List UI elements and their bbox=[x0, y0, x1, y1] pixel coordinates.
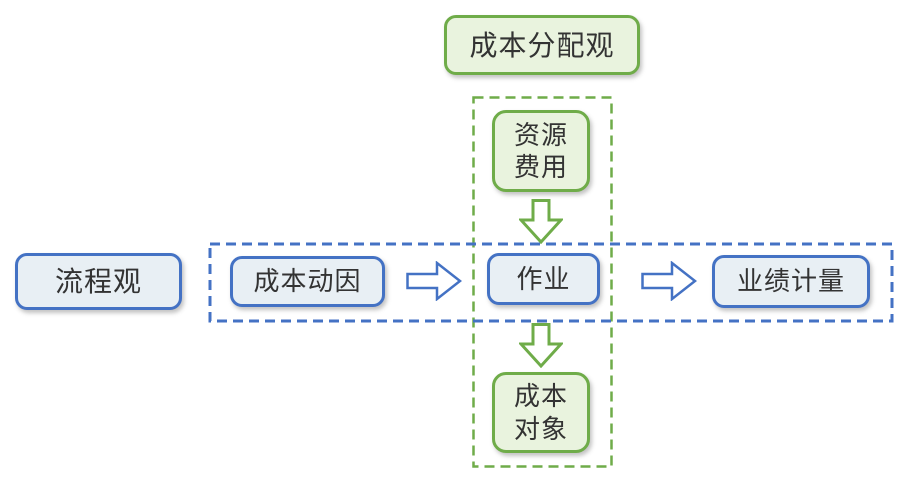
performance-measure-box: 业绩计量 bbox=[712, 255, 870, 308]
cost-driver-label: 成本动因 bbox=[253, 266, 362, 297]
down-block-arrow-resource-to-activity-icon bbox=[519, 199, 563, 244]
right-block-arrow-activity-to-performance-icon bbox=[641, 261, 697, 301]
cost-allocation-view-box: 成本分配观 bbox=[444, 15, 640, 75]
cost-allocation-dashed-region bbox=[472, 96, 613, 468]
resource-cost-box: 资源 费用 bbox=[492, 110, 590, 192]
cost-driver-box: 成本动因 bbox=[230, 256, 385, 307]
right-block-arrow-cost-driver-to-activity-icon bbox=[406, 261, 462, 301]
resource-cost-label-line2: 费用 bbox=[513, 152, 568, 182]
cost-object-box: 成本 对象 bbox=[492, 372, 590, 453]
down-block-arrow-activity-to-cost-object-icon bbox=[519, 323, 563, 368]
resource-cost-label-line1: 资源 bbox=[513, 119, 568, 150]
process-view-label: 流程观 bbox=[54, 266, 142, 297]
process-view-box: 流程观 bbox=[15, 253, 182, 310]
cost-object-label-line1: 成本 bbox=[513, 381, 568, 411]
cost-allocation-view-label: 成本分配观 bbox=[469, 29, 615, 61]
cost-object-label-line2: 对象 bbox=[513, 413, 568, 444]
process-view-dashed-region bbox=[208, 242, 894, 323]
performance-measure-label: 业绩计量 bbox=[736, 266, 845, 297]
activity-label: 作业 bbox=[516, 263, 571, 294]
activity-box: 作业 bbox=[487, 253, 600, 305]
